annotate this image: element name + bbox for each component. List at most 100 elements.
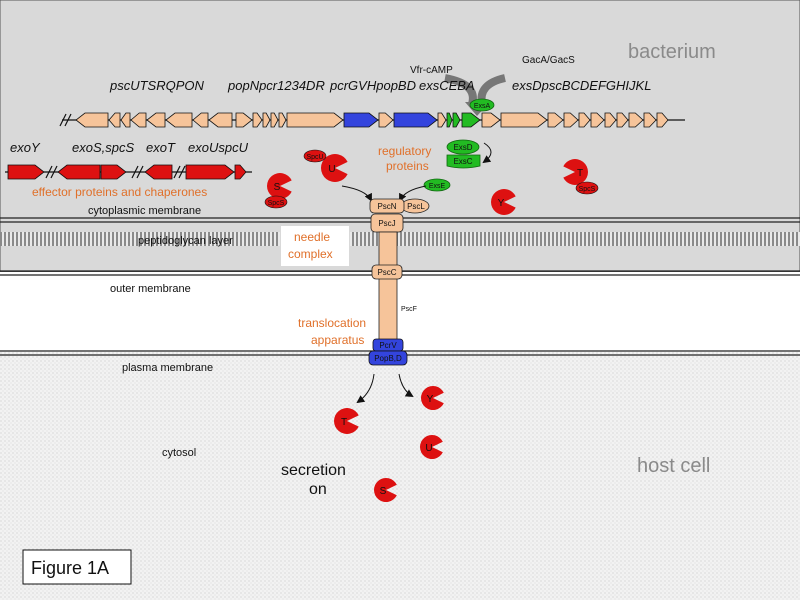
gene-arrow [578,112,591,128]
gene-arrow [108,112,121,128]
cytosol-label: cytosol [162,447,196,459]
svg-text:SpcS: SpcS [579,186,596,193]
gene-arrow [446,112,453,128]
svg-text:PscL: PscL [407,202,425,211]
effector-Y: Y [420,386,444,410]
effector-gene-arrow [234,164,247,180]
translocation-label-1: translocation [298,316,366,330]
gene-arrow [481,112,501,128]
exsC-protein: ExsC [446,154,481,169]
gene-label-exoU: exoUspcU [188,140,249,155]
figure-label-box [22,549,132,585]
peptidoglycan-layer-label: peptidoglycan layer [138,235,233,247]
effector-U: U SpcU [303,149,348,182]
on-label: on [309,481,327,498]
svg-text:T: T [341,417,347,428]
gene-arrow [393,112,438,128]
gene-arrow [452,112,461,128]
gacA-gacS-label: GacA/GacS [522,55,575,66]
effector-T: T [334,408,359,435]
gene-arrow [343,112,379,128]
host-cell-region [0,352,800,600]
svg-text:SpcU: SpcU [306,154,323,161]
translocation-label-2: apparatus [311,333,364,347]
gene-label-exsC: exsCEBA [419,78,475,93]
gene-arrows [75,112,669,128]
svg-text:PcrV: PcrV [379,341,397,350]
gene-arrow [437,112,447,128]
effector-gene-arrow [57,164,101,180]
svg-text:S: S [274,182,281,193]
needle-complex-label-2: complex [288,247,333,261]
gene-arrow [146,112,166,128]
gene-arrow [130,112,147,128]
gene-arrow [192,112,209,128]
effector-proteins: U SpcU S SpcS T SpcS Y T Y U S [264,149,599,503]
svg-text:PscF: PscF [401,306,417,313]
gene-arrow [604,112,617,128]
host-arrow-left-icon [356,373,375,404]
svg-text:ExsA: ExsA [474,103,491,110]
svg-text:Y: Y [498,198,505,209]
effector-gene-arrow [144,164,173,180]
needle-complex-label-box [281,226,349,266]
gene-arrow [286,112,344,128]
host-arrow-right-icon [398,373,414,398]
gene-arrow [590,112,605,128]
gene-arrow [278,112,287,128]
needle-complex: PscN PscL PscJ PscC PscF [369,198,430,341]
gene-arrow [616,112,629,128]
peptidoglycan-layer [0,232,800,246]
svg-text:U: U [328,164,335,175]
cytoplasmic-membrane-label: cytoplasmic membrane [88,205,201,217]
exsD-protein: ExsD [446,139,480,155]
gene-arrow [208,112,233,128]
gene-arrow [270,112,279,128]
svg-text:PopB,D: PopB,D [374,354,402,363]
gene-arrow [500,112,548,128]
svg-text:PscN: PscN [377,202,396,211]
gene-label-exoY: exoY [10,140,41,155]
exsD-arrow-icon [482,142,492,164]
pscF-needle [378,277,398,341]
secretion-arrow-left-icon [341,185,372,202]
secretion-arrow-right-icon [399,185,427,202]
needle-complex-label-1: needle [294,230,330,244]
gene-arrow [547,112,564,128]
gene-label-exoT: exoT [146,140,176,155]
effector-gene-arrows [7,164,247,180]
effector-gene-arrow [7,164,45,180]
outer-membrane-label: outer membrane [110,283,191,295]
exsA-protein: ExsA [469,98,495,112]
effectors-group-label: effector proteins and chaperones [32,185,207,199]
svg-text:ExsC: ExsC [453,157,472,166]
svg-text:T: T [577,168,583,179]
effector-gene-arrow [185,164,235,180]
gene-arrow [120,112,131,128]
translocation-apparatus: PcrV PopB,D [368,338,408,366]
svg-text:U: U [425,443,432,454]
bacterium-label: bacterium [628,41,716,63]
effector-S: S SpcS [264,173,292,209]
gene-arrow [75,112,109,128]
gene-arrow [262,112,271,128]
effector-Y: Y [491,189,516,215]
figure-label: Figure 1A [31,558,109,578]
regulatory-proteins-label-2: proteins [386,159,429,173]
svg-text:S: S [380,486,387,497]
gene-arrow [252,112,263,128]
svg-text:ExsE: ExsE [429,183,446,190]
vfr-camp-label: Vfr-cAMP [410,65,453,76]
svg-text:SpcS: SpcS [268,200,285,207]
secretion-label: secretion [281,462,346,479]
svg-text:PscJ: PscJ [378,219,395,228]
pscN-ring [369,198,405,214]
popBD-protein [368,350,408,366]
gene-arrow [165,112,193,128]
effector-S: S [374,478,397,503]
gene-label-popN: popNpcr1234DR [227,78,325,93]
gene-arrow [628,112,644,128]
gene-arrow [656,112,669,128]
